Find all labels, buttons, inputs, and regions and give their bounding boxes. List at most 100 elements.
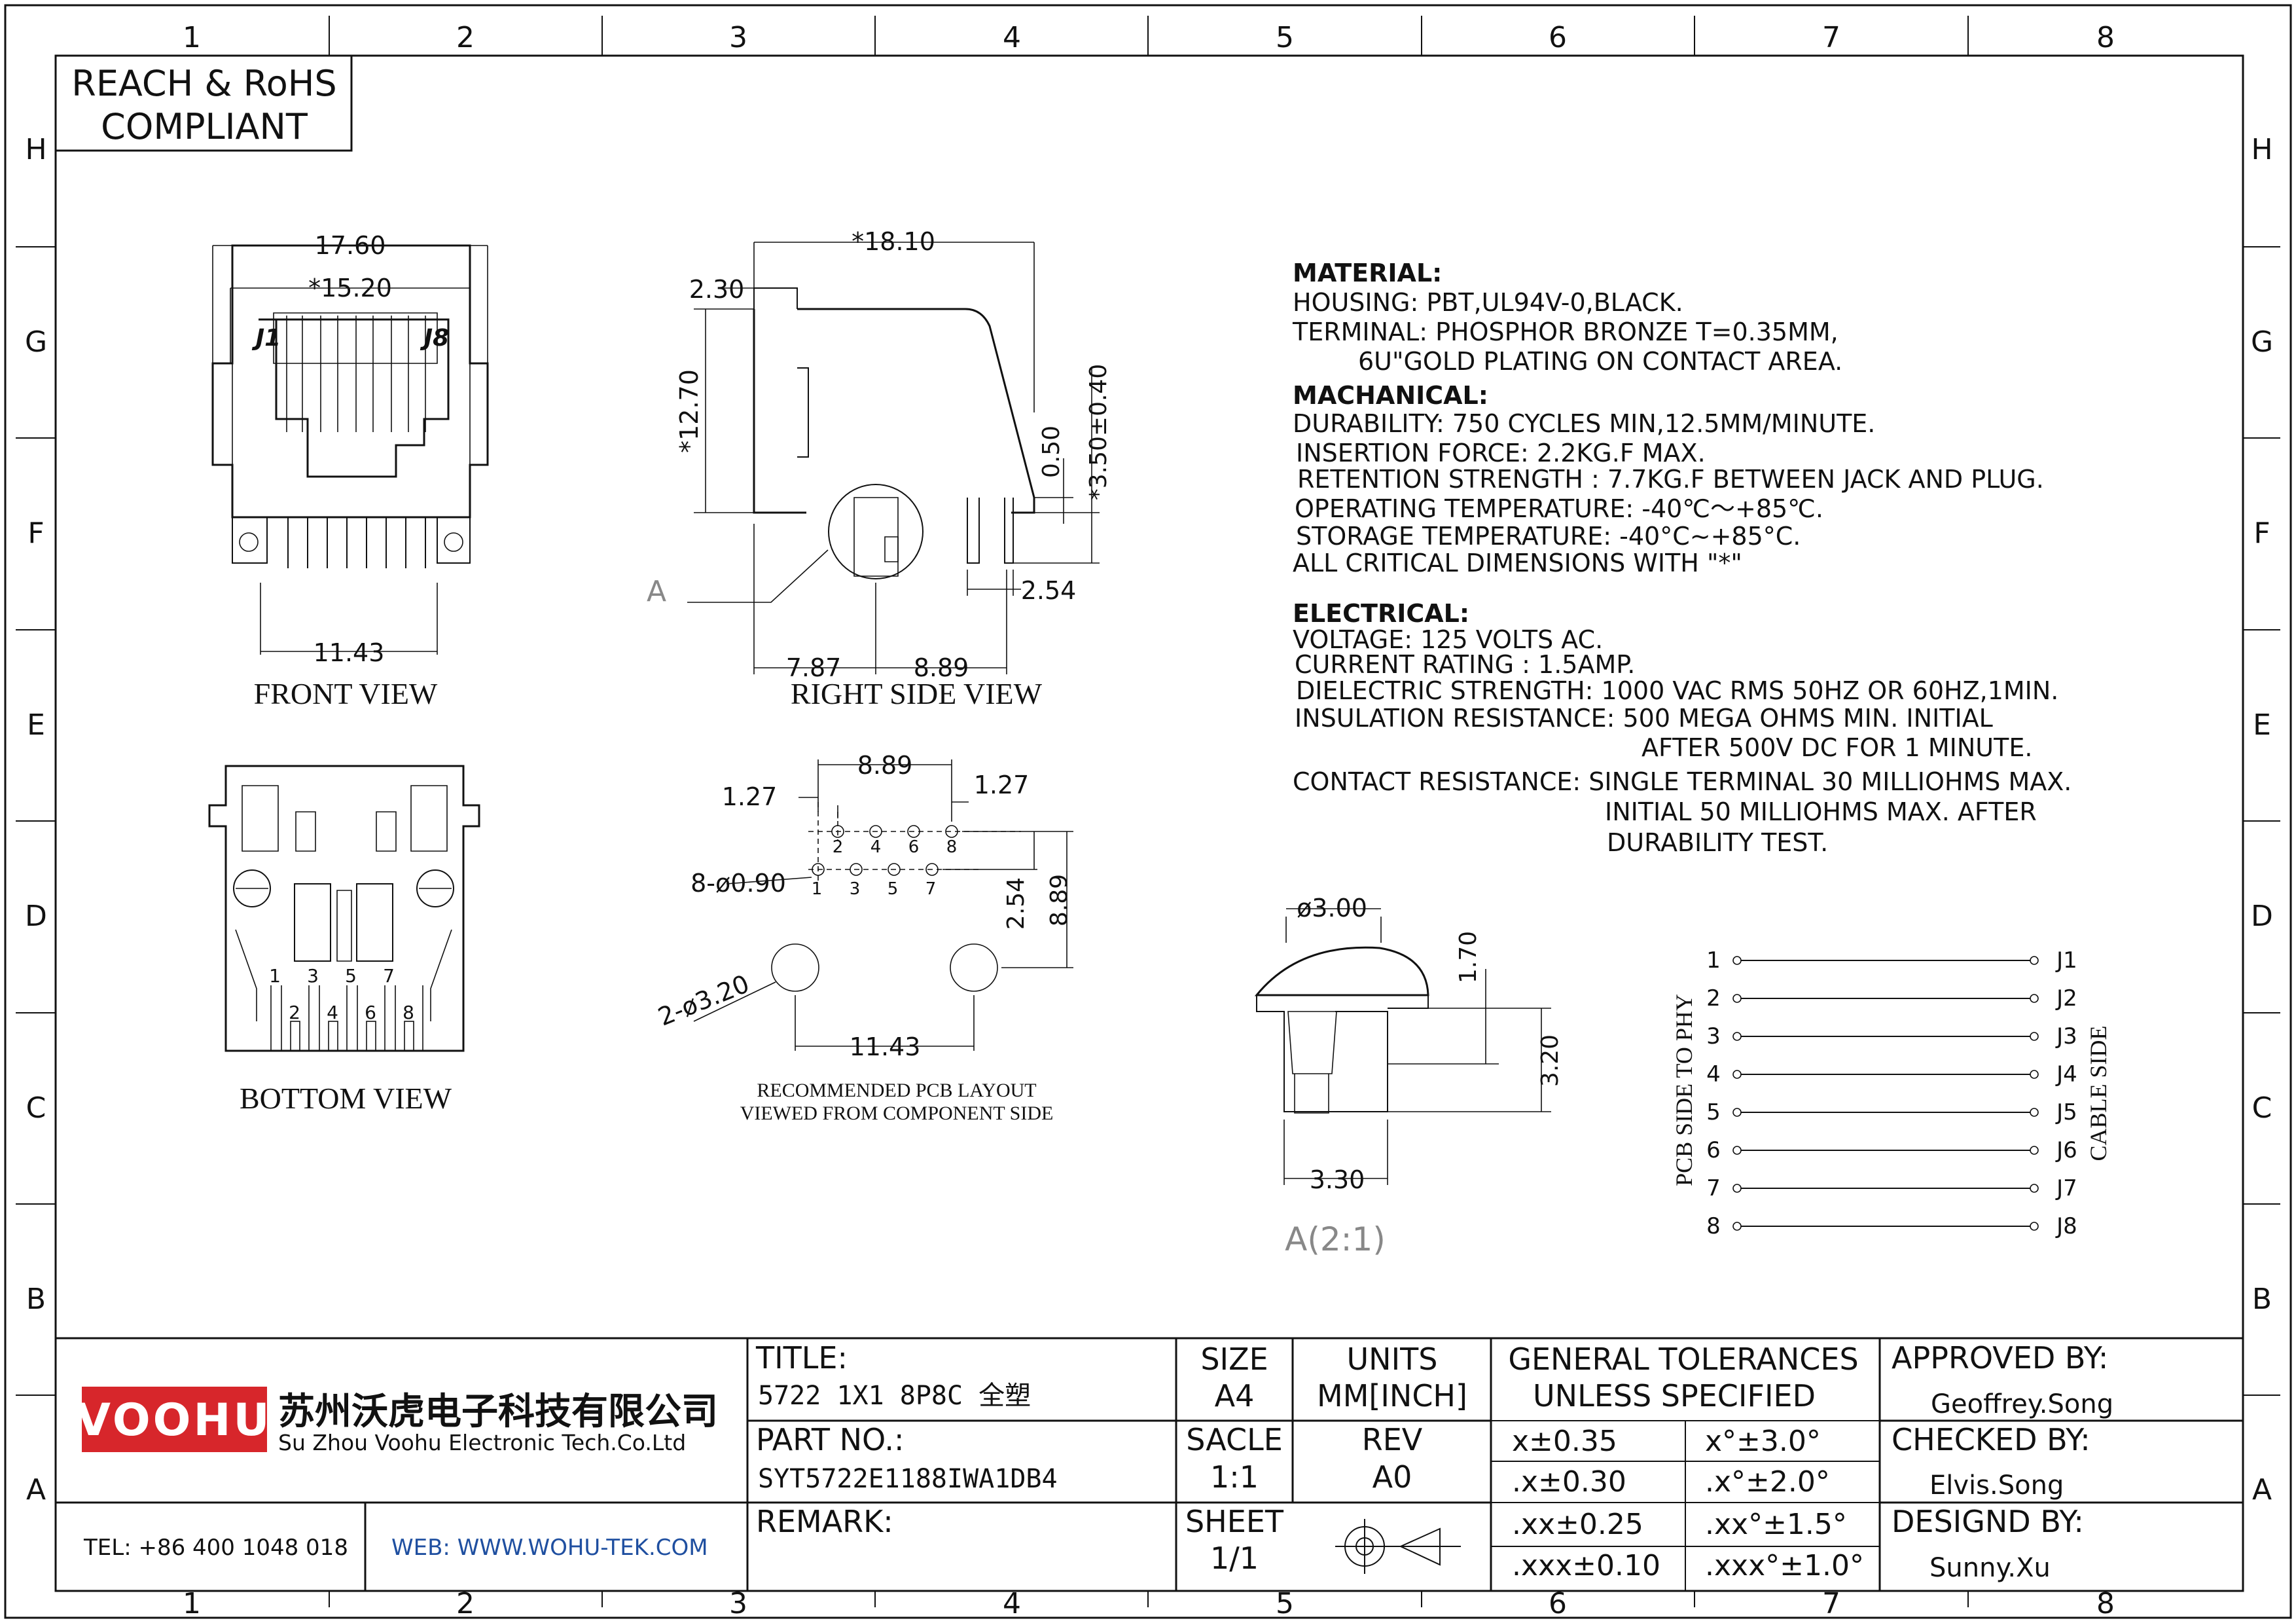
wiring-right-pin-j8: J8 xyxy=(2055,1213,2077,1239)
company-logo xyxy=(82,1387,267,1452)
wiring-left-pin-7: 7 xyxy=(1706,1175,1721,1201)
spec-electrical-line: CONTACT RESISTANCE: SINGLE TERMINAL 30 M… xyxy=(1293,767,2072,796)
wiring-left-pin-3: 3 xyxy=(1706,1023,1721,1049)
dim-pcb-holes-3-20: 2-ø3.20 xyxy=(654,969,753,1031)
bottom-pin-2: 2 xyxy=(289,1002,300,1023)
wiring-label-cable-side: CABLE SIDE xyxy=(2085,1026,2111,1161)
spec-electrical-line: VOLTAGE: 125 VOLTS AC. xyxy=(1293,625,1603,654)
contact-web: WEB: WWW.WOHU-TEK.COM xyxy=(391,1535,708,1561)
bottom-view-caption: BOTTOM VIEW xyxy=(240,1082,452,1115)
dim-right-12-70: *12.70 xyxy=(675,369,704,453)
spec-electrical-line: CURRENT RATING : 1.5AMP. xyxy=(1295,650,1635,679)
wiring-left-pin-8: 8 xyxy=(1706,1213,1721,1239)
title-value: 5722 1X1 8P8C 全塑 xyxy=(758,1381,1031,1411)
zone-col-5-top: 5 xyxy=(1276,21,1294,54)
spec-material-line: HOUSING: PBT,UL94V-0,BLACK. xyxy=(1293,288,1683,317)
compliance-line-2: COMPLIANT xyxy=(101,106,308,147)
drawing-frame xyxy=(4,4,2292,1619)
bottom-pin-6: 6 xyxy=(365,1002,376,1023)
units-label: UNITS xyxy=(1347,1341,1438,1377)
zone-col-6-top: 6 xyxy=(1549,21,1567,54)
sheet-value: 1/1 xyxy=(1210,1541,1259,1576)
tolerance-angular: .x°±2.0° xyxy=(1705,1465,1830,1499)
right-side-view-caption: RIGHT SIDE VIEW xyxy=(791,677,1043,710)
title-block: VOOHU 苏州沃虎电子科技有限公司 Su Zhou Voohu Electro… xyxy=(56,1337,2243,1591)
wiring-right-pin-j4: J4 xyxy=(2055,1061,2077,1087)
zone-row-d-left: D xyxy=(25,900,47,933)
tolerance-title-1: GENERAL TOLERANCES xyxy=(1508,1341,1858,1377)
tolerance-linear: .xx±0.25 xyxy=(1512,1508,1643,1541)
spec-mechanical-line: RETENTION STRENGTH : 7.7KG.F BETWEEN JAC… xyxy=(1297,465,2044,494)
zone-col-5-bottom: 5 xyxy=(1276,1587,1294,1620)
zone-col-4-top: 4 xyxy=(1003,21,1021,54)
tolerance-angular: x°±3.0° xyxy=(1705,1425,1821,1458)
bottom-pin-7: 7 xyxy=(383,965,395,987)
spec-mechanical-line: DURABILITY: 750 CYCLES MIN,12.5MM/MINUTE… xyxy=(1293,409,1875,438)
projection-symbol-icon xyxy=(1335,1519,1461,1574)
spec-material-heading: MATERIAL: xyxy=(1293,259,1442,287)
pcb-hole-4: 4 xyxy=(870,837,882,857)
pcb-layout-view: 2 4 6 8 1 3 5 7 8.89 1.27 1.27 8-ø0.90 2… xyxy=(654,751,1073,1124)
pcb-hole-6: 6 xyxy=(908,837,920,857)
zone-col-3-bottom: 3 xyxy=(729,1587,747,1620)
approved-by-label: APPROVED BY: xyxy=(1892,1340,2108,1376)
bottom-pin-4: 4 xyxy=(327,1002,338,1023)
zone-col-8-top: 8 xyxy=(2096,21,2115,54)
zone-col-7-bottom: 7 xyxy=(1822,1587,1840,1620)
zone-col-3-top: 3 xyxy=(729,21,747,54)
wiring-left-pin-4: 4 xyxy=(1706,1061,1721,1087)
sheet-label: SHEET xyxy=(1185,1504,1284,1539)
dim-pcb-2-54: 2.54 xyxy=(1003,877,1030,930)
rev-value: A0 xyxy=(1372,1459,1412,1495)
zone-row-f-left: F xyxy=(27,517,44,550)
rev-label: REV xyxy=(1362,1422,1423,1457)
pcb-layout-caption-1: RECOMMENDED PCB LAYOUT xyxy=(757,1080,1036,1101)
detail-a-view: ø3.00 1.70 3.20 3.30 A(2:1) xyxy=(1254,894,1564,1258)
zone-col-7-top: 7 xyxy=(1822,21,1840,54)
pcb-hole-7: 7 xyxy=(925,879,937,899)
zone-col-1-bottom: 1 xyxy=(183,1587,201,1620)
detail-a-caption: A(2:1) xyxy=(1285,1220,1386,1258)
front-pin-label-j1: J1 xyxy=(252,325,281,352)
pcb-layout-caption-2: VIEWED FROM COMPONENT SIDE xyxy=(740,1103,1054,1124)
zone-row-b-left: B xyxy=(26,1283,46,1316)
dim-detail-3-20: 3.20 xyxy=(1537,1034,1564,1087)
dim-right-7-87: 7.87 xyxy=(786,653,842,682)
designed-by-label: DESIGND BY: xyxy=(1892,1504,2084,1539)
spec-electrical-line: DIELECTRIC STRENGTH: 1000 VAC RMS 50HZ O… xyxy=(1296,676,2058,705)
spec-mechanical-heading: MACHANICAL: xyxy=(1293,381,1488,410)
zone-row-g-right: G xyxy=(2251,325,2273,359)
spec-mechanical-line: ALL CRITICAL DIMENSIONS WITH "*" xyxy=(1293,549,1742,577)
pcb-hole-1: 1 xyxy=(812,879,823,899)
right-detail-ref-a: A xyxy=(647,575,666,608)
wiring-right-pin-j7: J7 xyxy=(2055,1175,2077,1201)
remark-label: REMARK: xyxy=(756,1504,893,1539)
scale-label: SACLE xyxy=(1186,1422,1283,1457)
spec-electrical-line: INITIAL 50 MILLIOHMS MAX. AFTER xyxy=(1605,797,2037,826)
pcb-hole-5: 5 xyxy=(888,879,899,899)
tolerance-linear: .x±0.30 xyxy=(1512,1465,1626,1499)
wiring-left-pin-6: 6 xyxy=(1706,1137,1721,1163)
tolerance-title-2: UNLESS SPECIFIED xyxy=(1533,1378,1816,1413)
zone-col-8-bottom: 8 xyxy=(2096,1587,2115,1620)
dim-detail-3-30: 3.30 xyxy=(1310,1165,1365,1194)
title-label: TITLE: xyxy=(755,1340,848,1376)
company-logo-text: VOOHU xyxy=(76,1395,272,1446)
checked-by-value: Elvis.Song xyxy=(1929,1470,2064,1501)
tolerance-linear: .xxx±0.10 xyxy=(1512,1549,1660,1582)
zone-row-h-left: H xyxy=(25,133,46,166)
zone-row-b-right: B xyxy=(2252,1283,2272,1316)
units-value: MM[INCH] xyxy=(1317,1378,1467,1413)
bottom-view: 1 3 5 7 2 4 6 8 BOTTOM VIEW xyxy=(208,765,480,1115)
spec-electrical-heading: ELECTRICAL: xyxy=(1293,599,1469,628)
compliance-box: REACH & RoHS COMPLIANT xyxy=(56,54,353,152)
dim-pcb-1-27-left: 1.27 xyxy=(722,782,778,811)
tolerance-angular: .xxx°±1.0° xyxy=(1705,1549,1864,1582)
zone-col-1-top: 1 xyxy=(183,21,201,54)
contact-tel: TEL: +86 400 1048 018 xyxy=(83,1535,348,1561)
dim-pcb-holes-0-90: 8-ø0.90 xyxy=(691,869,786,898)
dim-detail-1-70: 1.70 xyxy=(1455,931,1482,983)
zone-labels: 1 2 3 4 5 6 7 8 1 2 3 4 5 6 7 8 H G F E … xyxy=(25,21,2273,1620)
checked-by-label: CHECKED BY: xyxy=(1892,1422,2090,1457)
dim-right-2-30: 2.30 xyxy=(689,275,745,304)
